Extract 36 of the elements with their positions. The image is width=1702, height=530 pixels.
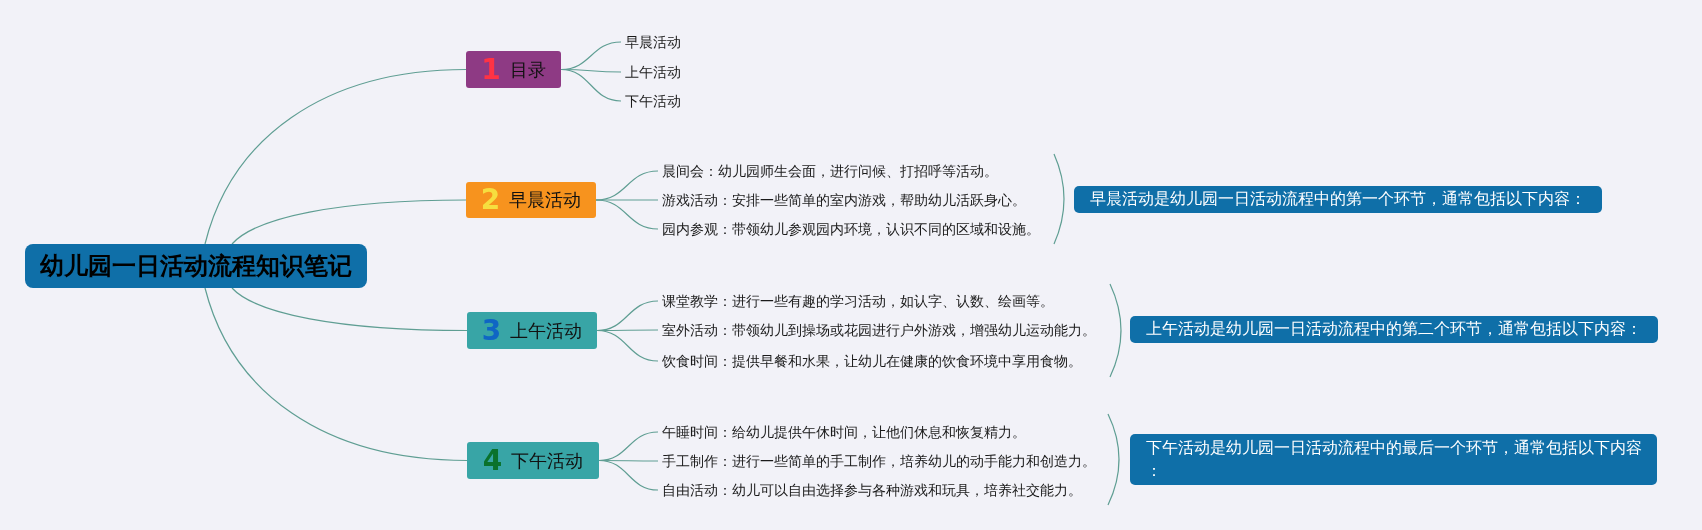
subtopic-text: 上午活动	[625, 63, 681, 81]
topic-title: 上午活动	[510, 319, 583, 342]
summary-box: 上午活动是幼儿园一日活动流程中的第二个环节，通常包括以下内容：	[1130, 316, 1658, 343]
subtopic-text: 游戏活动：安排一些简单的室内游戏，帮助幼儿活跃身心。	[662, 191, 1026, 209]
connector-line	[596, 329, 659, 362]
summary-box: 早晨活动是幼儿园一日活动流程中的第一个环节，通常包括以下内容：	[1074, 186, 1602, 213]
topic-title: 目录	[509, 58, 546, 81]
connector-line	[231, 199, 467, 245]
subtopic-text: 室外活动：带领幼儿到操场或花园进行户外游戏，增强幼儿运动能力。	[662, 321, 1096, 339]
subtopic-text: 午睡时间：给幼儿提供午休时间，让他们休息和恢复精力。	[662, 423, 1026, 441]
topic-title: 下午活动	[511, 449, 584, 472]
step-number: 4	[482, 446, 503, 475]
subtopic-text: 自由活动：幼儿可以自由选择参与各种游戏和玩具，培养社交能力。	[662, 481, 1082, 499]
connector-line	[204, 287, 468, 462]
step-number: 3	[481, 316, 502, 345]
subtopic-text: 下午活动	[625, 92, 681, 110]
subtopic-text: 晨间会：幼儿园师生会面，进行问候、打招呼等活动。	[662, 162, 998, 180]
step-number: 1	[481, 55, 501, 84]
subtopic-text: 早晨活动	[625, 33, 681, 51]
topic-box	[467, 312, 597, 349]
subtopic-text: 课堂教学：进行一些有趣的学习活动，如认字、认数、绘画等。	[662, 292, 1054, 310]
subtopic-text: 饮食时间：提供早餐和水果，让幼儿在健康的饮食环境中享用食物。	[662, 352, 1082, 370]
topic-box	[466, 51, 561, 88]
root-topic-box: 幼儿园一日活动流程知识笔记	[25, 244, 367, 288]
connector-line	[204, 68, 467, 245]
connector-line	[560, 68, 622, 102]
summary-box: 下午活动是幼儿园一日活动流程中的最后一个环节，通常包括以下内容：	[1130, 434, 1657, 485]
step-number: 2	[480, 186, 501, 214]
topic-box	[467, 442, 599, 479]
subtopic-text: 园内参观：带领幼儿参观园内环境，认识不同的区域和设施。	[662, 220, 1040, 238]
topic-title: 早晨活动	[509, 189, 582, 211]
connector-line	[598, 459, 659, 491]
connector-line	[231, 287, 468, 332]
connector-line	[595, 199, 659, 230]
subtopic-text: 手工制作：进行一些简单的手工制作，培养幼儿的动手能力和创造力。	[662, 452, 1096, 470]
topic-box	[466, 182, 596, 218]
